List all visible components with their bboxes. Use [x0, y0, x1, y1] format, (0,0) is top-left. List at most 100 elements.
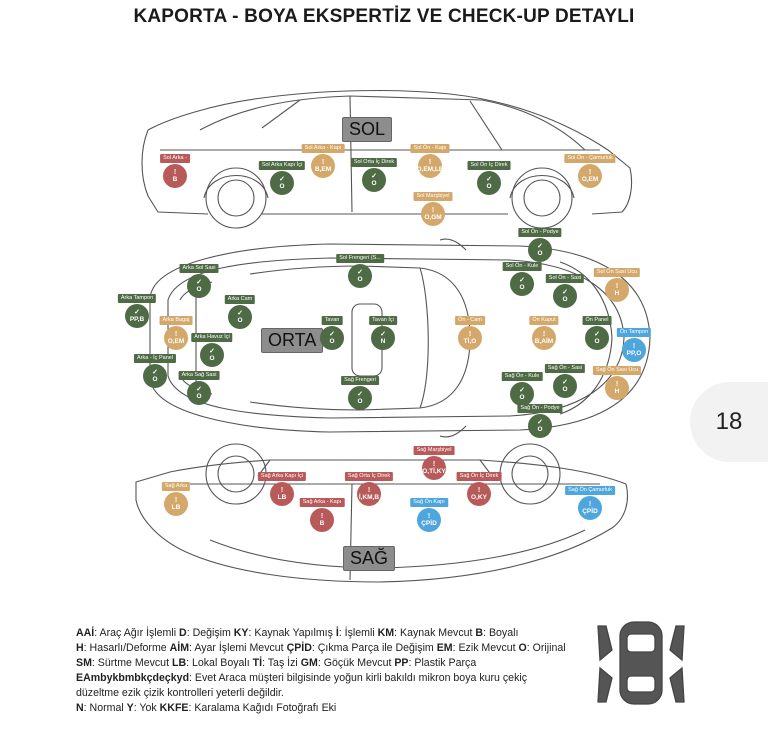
- marker-status-dot: ✓O: [348, 264, 372, 288]
- marker-code: ÇPİD: [582, 508, 598, 515]
- car-right-side-outline: [135, 443, 629, 583]
- marker-code: O: [357, 276, 363, 283]
- legend-text: : Ayar İşlemi Mevcut: [189, 642, 287, 654]
- legend-key: Tİ: [252, 657, 263, 669]
- damage-marker: Sağ Marşbiyel!O,Tİ,KY: [399, 446, 469, 496]
- damage-marker: Sol Ön - Podye✓O: [505, 228, 575, 278]
- marker-status-dot: ✓O: [510, 382, 534, 406]
- marker-status-dot: ✓O: [362, 168, 386, 192]
- marker-label: Sağ Ön İç Direk: [456, 472, 502, 481]
- marker-icon: ✓: [486, 176, 492, 183]
- damage-marker: Sol Ön - Çamurluk!O,EM: [555, 154, 625, 204]
- marker-code: O: [152, 376, 158, 383]
- damage-marker: Sol Marşbiyel!O,GM: [398, 192, 468, 242]
- legend-text: : Taş İzi: [262, 657, 301, 669]
- marker-code: O: [196, 286, 202, 293]
- marker-label: Sağ Arka: [161, 482, 191, 491]
- marker-label: Sağ Arka Kapı İçi: [257, 472, 307, 481]
- marker-icon: !: [542, 331, 546, 338]
- damage-marker: Sağ Ön Çamurluk!ÇPİD: [555, 486, 625, 536]
- marker-label: Ön - Cam: [455, 316, 485, 325]
- marker-icon: !: [431, 207, 435, 214]
- legend-key: D: [179, 627, 187, 639]
- marker-label: Sol Marşbiyel: [413, 192, 453, 201]
- damage-marker: Sol Ön - Kapı!O,EM,LB: [395, 144, 465, 194]
- damage-marker: Sağ Ön İç Direk!O,KY: [444, 472, 514, 522]
- marker-icon: ✓: [562, 379, 568, 386]
- damage-marker: Sol Ön - Kule✓O: [487, 262, 557, 312]
- marker-label: Sol Ön - Çamurluk: [564, 154, 616, 163]
- marker-label: Sağ Marşbiyel: [413, 446, 455, 455]
- marker-status-dot: ✓O: [187, 274, 211, 298]
- marker-status-dot: !B,AİM: [532, 326, 556, 350]
- damage-marker: Sol Arka Kapı İçi✓O: [247, 161, 317, 211]
- marker-icon: ✓: [196, 386, 202, 393]
- marker-status-dot: ✓O: [200, 343, 224, 367]
- legend-key: B: [475, 627, 484, 639]
- marker-icon: ✓: [279, 176, 285, 183]
- damage-marker: Arka Bagaj!O,EM: [141, 316, 211, 366]
- legend-key: İ: [335, 627, 339, 639]
- marker-code: O,Tİ,KY: [422, 468, 446, 475]
- marker-code: PP,B: [129, 316, 145, 323]
- marker-label: Tavan: [321, 316, 343, 325]
- marker-label: Arka Cam: [224, 295, 256, 304]
- marker-code: B: [319, 520, 325, 527]
- marker-code: ÇPİD: [421, 520, 437, 527]
- legend-text: : Evet Araca müşteri bilgisinde yoğun ki…: [189, 672, 528, 684]
- marker-status-dot: ✓N: [371, 326, 395, 350]
- legend-key: KY: [233, 627, 249, 639]
- marker-code: O: [519, 284, 525, 291]
- marker-icon: !: [588, 169, 592, 176]
- marker-label: Arka Tampon: [117, 294, 157, 303]
- marker-icon: ✓: [357, 391, 363, 398]
- damage-marker: Sol Ön - Sasi✓O: [530, 274, 600, 324]
- damage-marker: Ön Kaput!B,AİM: [509, 316, 579, 366]
- marker-status-dot: ✓O: [270, 171, 294, 195]
- marker-icon: !: [632, 343, 636, 350]
- marker-label: Sol Ön - Podye: [518, 228, 562, 237]
- marker-code: H: [614, 290, 620, 297]
- marker-icon: ✓: [134, 309, 140, 316]
- legend-text: : Değişim: [186, 627, 234, 639]
- marker-label: Arka Sol Sasi: [179, 264, 219, 273]
- marker-icon: !: [280, 487, 284, 494]
- marker-icon: !: [477, 487, 481, 494]
- marker-label: Sol Ön Sasi Ucu: [593, 268, 641, 277]
- damage-marker: Arka Sol Sasi✓O: [164, 264, 234, 314]
- marker-status-dot: ✓O: [228, 305, 252, 329]
- marker-status-dot: !O,KY: [467, 482, 491, 506]
- marker-label: Sağ Arka - Kapı: [299, 498, 345, 507]
- damage-marker: Sağ Orta İç Direk!İ,KM,B: [334, 472, 404, 522]
- marker-icon: ✓: [537, 419, 543, 426]
- marker-code: N: [380, 338, 386, 345]
- legend-key: GM: [300, 657, 318, 669]
- marker-code: O: [371, 180, 377, 187]
- marker-label: Sol Ön - Sasi: [545, 274, 585, 283]
- legend-line-1: AAİ: Araç Ağır İşlemli D: Değişim KY: Ka…: [76, 626, 586, 641]
- damage-marker: Sağ Ön - Podye✓O: [505, 404, 575, 454]
- marker-icon: !: [468, 331, 472, 338]
- marker-label: Arka Havuz İçi: [191, 333, 233, 342]
- page-number: 18: [690, 382, 768, 462]
- damage-marker: Ön Tampon!PP,O: [599, 328, 669, 378]
- marker-label: Sağ Ön - Podye: [517, 404, 563, 413]
- marker-code: O,KY: [471, 494, 487, 501]
- legend-text: : Çıkma Parça ile Değişim: [311, 642, 437, 654]
- damage-marker: Arka - İç Panel✓O: [120, 354, 190, 404]
- marker-status-dot: ✓PP,B: [125, 304, 149, 328]
- marker-status-dot: !Tİ,O: [458, 326, 482, 350]
- marker-status-dot: !LB: [270, 482, 294, 506]
- legend-line-3: SM: Sürtme Mevcut LB: Lokal Boyalı Tİ: T…: [76, 656, 586, 671]
- marker-status-dot: !B,EM: [311, 154, 335, 178]
- damage-marker: Sağ Ön - Sasi✓O: [530, 364, 600, 414]
- marker-icon: !: [174, 331, 178, 338]
- marker-code: O: [279, 183, 285, 190]
- legend-key: ÇPİD: [286, 642, 312, 654]
- marker-status-dot: ✓O: [348, 386, 372, 410]
- damage-marker: Arka Cam✓O: [205, 295, 275, 345]
- marker-label: Sol Frengeri (S...: [336, 254, 384, 263]
- marker-status-dot: ✓O: [187, 381, 211, 405]
- marker-status-dot: ✓O: [477, 171, 501, 195]
- marker-status-dot: ✓O: [510, 272, 534, 296]
